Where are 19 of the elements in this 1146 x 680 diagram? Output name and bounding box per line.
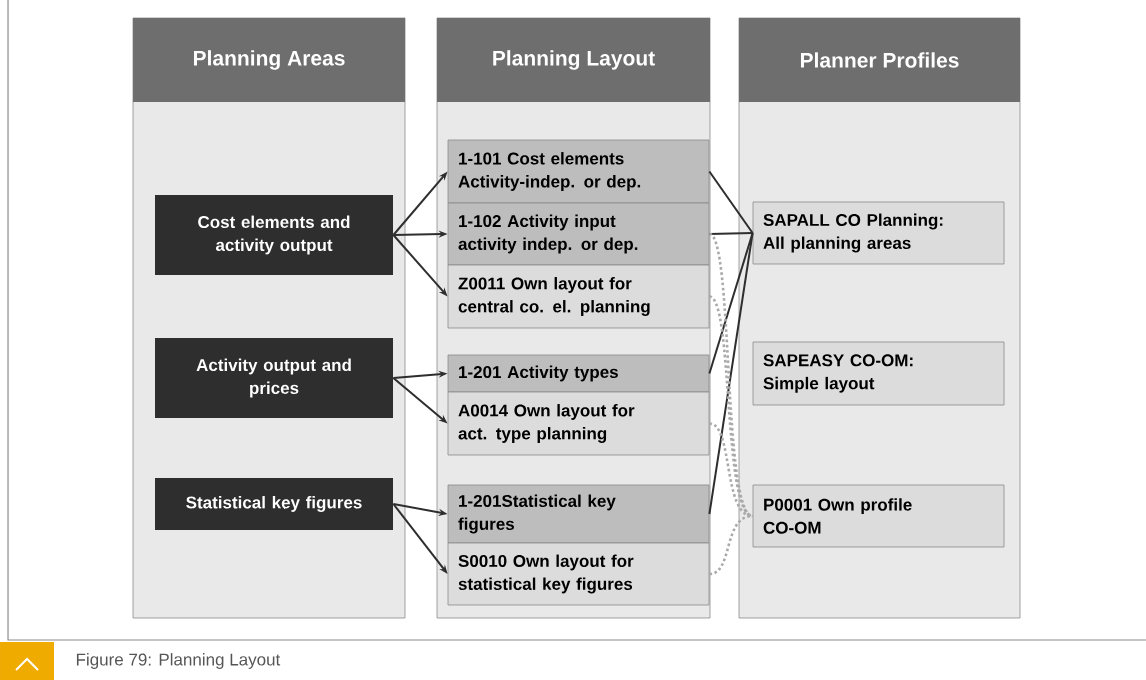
layout-box: 1-101 Cost elements Activity-indep. or dep.: [447, 139, 710, 204]
layout-box: 1-102 Activity input activity indep. or dep.: [447, 202, 710, 266]
layout-box: Z0011 Own layout for central co. el. planning: [447, 264, 710, 329]
layout-box: S0010 Own layout for statistical key figures: [447, 542, 710, 606]
layout-box: A0014 Own layout for act. type planning: [447, 391, 710, 456]
layout-box: P0001 Own profile CO-OM: [752, 484, 1005, 548]
layout-box: 1-201 Activity types: [447, 354, 710, 393]
connector-line: [709, 514, 753, 576]
layout-box: 1-201Statistical key figures: [447, 484, 710, 544]
connector-line: [708, 232, 754, 375]
layout-box: SAPEASY CO-OM: Simple layout: [752, 341, 1005, 406]
connector-line: [392, 503, 448, 574]
connector-line: [708, 170, 754, 234]
layout-box: Cost elements and activity output: [155, 195, 393, 275]
figure-caption: Figure 79: Planning Layout: [76, 653, 281, 669]
layout-box: SAPALL CO Planning: All planning areas: [752, 201, 1005, 265]
connector-line: [708, 422, 753, 518]
layout-box: Statistical key figures: [155, 478, 393, 530]
layout-box: Activity output and prices: [155, 338, 393, 418]
